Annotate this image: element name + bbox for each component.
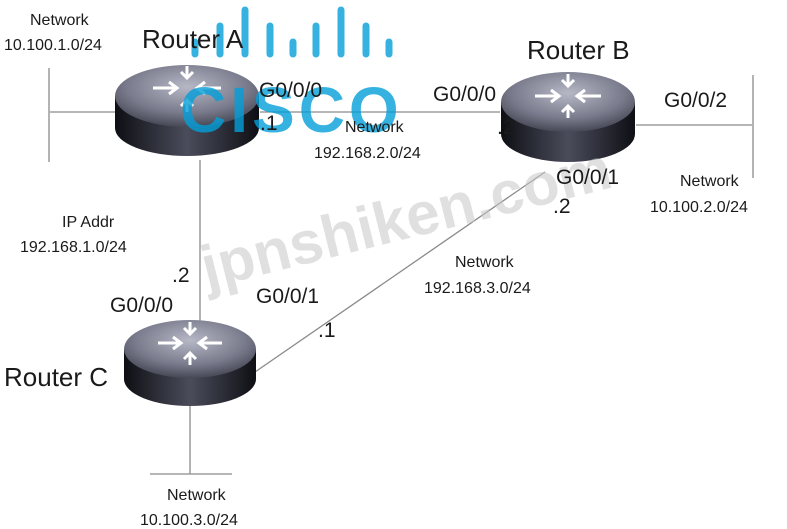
router-c-host-ac: .2 [172, 264, 190, 287]
link-bc-subnet: 192.168.3.0/24 [424, 280, 531, 297]
link-bc-caption: Network [455, 254, 514, 271]
link-ab-caption: Network [345, 119, 404, 136]
lan-a-subnet: 10.100.1.0/24 [4, 37, 102, 54]
cisco-logo-watermark [191, 6, 393, 58]
router-a-icon [115, 65, 259, 156]
router-b-iface-g0-0-2: G0/0/2 [664, 89, 728, 112]
router-b-icon [501, 72, 635, 162]
router-b-host-ab: .2 [497, 116, 515, 139]
lan-a-caption: Network [30, 12, 89, 29]
lan-c-caption: Network [167, 487, 226, 504]
router-c-name: Router C [4, 362, 109, 392]
cisco-logo-text: CISCO [180, 74, 403, 146]
router-b-name: Router B [527, 35, 630, 65]
lan-b-subnet: 10.100.2.0/24 [650, 199, 748, 216]
router-c-host-bc: .1 [318, 319, 336, 342]
router-c-iface-g0-0-0: G0/0/0 [110, 294, 174, 317]
router-b-iface-g0-0-1: G0/0/1 [556, 166, 620, 189]
link-ac-subnet: 192.168.1.0/24 [20, 239, 127, 256]
link-ac-caption: IP Addr [62, 214, 115, 231]
router-b-iface-g0-0-0: G0/0/0 [433, 83, 497, 106]
router-c-icon [124, 320, 256, 406]
router-a-host-ab: .1 [260, 112, 278, 135]
lan-c-subnet: 10.100.3.0/24 [140, 512, 238, 529]
router-a-iface-g0-0-0: G0/0/0 [259, 79, 323, 102]
lan-b-caption: Network [680, 173, 739, 190]
router-a-name: Router A [142, 24, 244, 54]
link-b-c [254, 171, 546, 373]
link-ab-subnet: 192.168.2.0/24 [314, 145, 421, 162]
router-b-host-bc: .2 [553, 195, 571, 218]
router-c-iface-g0-0-1: G0/0/1 [256, 285, 320, 308]
